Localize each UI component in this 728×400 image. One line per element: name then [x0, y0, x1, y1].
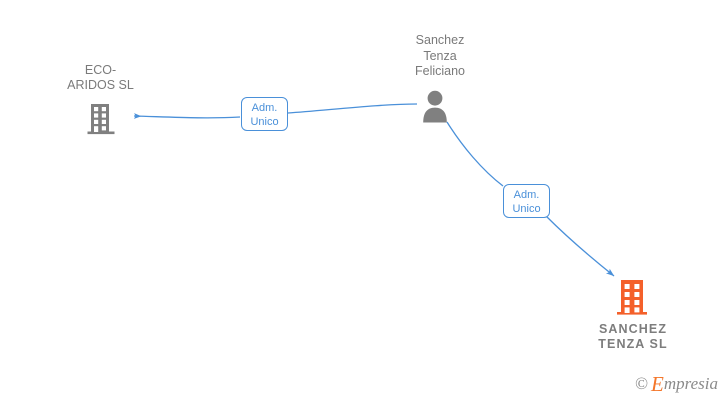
edge-person-to-box2 [446, 121, 504, 187]
relation-label-adm-unico-2[interactable]: Adm. Unico [503, 184, 550, 218]
node-label-eco-aridos: ECO- ARIDOS SL [67, 63, 134, 92]
building-icon[interactable] [86, 102, 116, 135]
brand-name: mpresia [663, 374, 718, 393]
edge-box2-to-sanchez-tenza [545, 215, 615, 277]
brand-initial: E [651, 372, 664, 396]
copyright-symbol: © [635, 374, 649, 393]
edge-box1-to-eco-aridos [133, 113, 241, 119]
person-icon[interactable] [418, 89, 452, 123]
building-icon-orange[interactable] [615, 278, 649, 315]
watermark: © E mpresia [635, 372, 718, 396]
relation-label-adm-unico-1[interactable]: Adm. Unico [241, 97, 288, 131]
node-label-sanchez-tenza: SANCHEZ TENZA SL [598, 322, 668, 351]
edge-person-to-box1 [287, 103, 418, 114]
node-label-person: Sanchez Tenza Feliciano [414, 33, 466, 78]
